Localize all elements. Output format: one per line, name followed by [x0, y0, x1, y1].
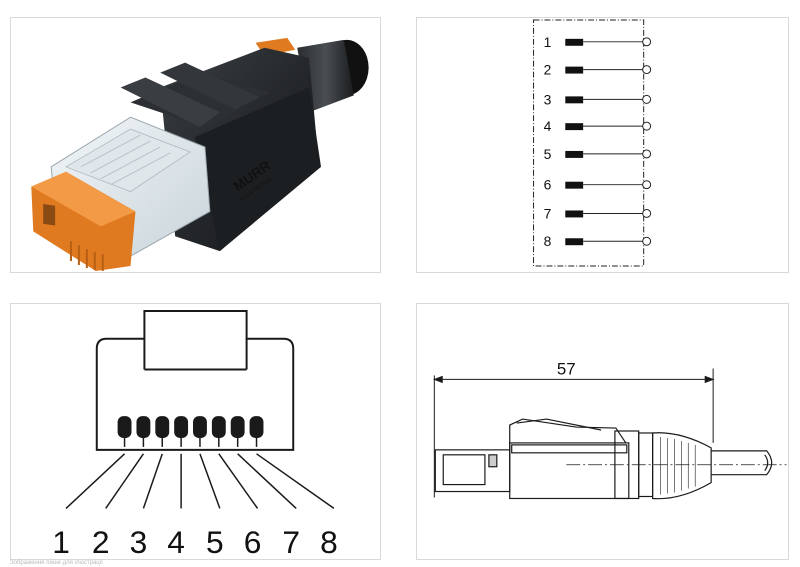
pinout-contact-pad [193, 416, 207, 438]
schematic-pin-8: 8 [544, 233, 652, 249]
schematic-pin-label: 2 [544, 62, 552, 78]
schematic-pin-contact [565, 181, 584, 189]
schematic-pin-5: 5 [544, 146, 652, 162]
pinout-contact-7: 7 [230, 416, 300, 559]
schematic-pin-terminal [642, 180, 652, 190]
pinout-leader-line [256, 453, 335, 510]
pinout-contact-3: 3 [130, 416, 170, 559]
schematic-pin-terminal [642, 65, 652, 75]
pinout-contact-6: 6 [211, 416, 262, 559]
pinout-pin-label: 1 [52, 524, 70, 559]
schematic-pin-contact [565, 38, 584, 46]
pinout-pin-label: 3 [130, 524, 148, 559]
schematic-pin-7: 7 [544, 205, 652, 221]
pinout-pin-label: 6 [244, 524, 262, 559]
pinout-leader-line [199, 453, 221, 509]
schematic-pin-label: 3 [544, 91, 552, 107]
pinout-contact-pad [117, 416, 132, 438]
connector-photo-panel: MURR ELEKTRONIK [10, 17, 381, 273]
dimension-drawing: 57 [432, 359, 787, 500]
schematic-pin-label: 8 [544, 233, 552, 249]
pinout-pin-label: 7 [282, 524, 300, 559]
pinout-contact-pad [136, 416, 151, 438]
schematic-pin-label: 4 [544, 118, 552, 134]
pinout-contact-8: 8 [249, 416, 338, 559]
schematic-pin-terminal [642, 94, 652, 104]
schematic-pin-contact [565, 210, 584, 218]
dashed-housing-outline [533, 19, 645, 267]
schematic-pin-contact [565, 66, 584, 74]
pinout-leader-line [105, 453, 145, 509]
dimension-line [432, 368, 715, 498]
pinout-contact-5: 5 [193, 416, 224, 559]
schematic-pin-label: 5 [544, 146, 552, 162]
schematic-pin-terminal [642, 236, 652, 246]
schematic-pin-terminal [642, 121, 652, 131]
pin-schematic-panel: 1 2 3 4 5 6 7 8 [416, 17, 789, 273]
footnote: Зображення лише для ілюстрації [10, 560, 103, 566]
schematic-pin-contact [565, 150, 584, 158]
schematic-pin-label: 6 [544, 177, 552, 193]
schematic-pin-terminal [642, 37, 652, 47]
pinout-pin-label: 4 [167, 524, 185, 559]
schematic-pin-contact [565, 238, 584, 246]
schematic-pin-4: 4 [544, 118, 652, 134]
pinout-pin-label: 8 [320, 524, 338, 559]
pinout-contact-pad [211, 416, 226, 438]
schematic-pin-contact [565, 96, 584, 104]
pinout-contact-pad [230, 416, 245, 438]
pin-schematic: 1 2 3 4 5 6 7 8 [533, 19, 652, 267]
pinout-contact-pad [174, 416, 189, 438]
pinout-contact-2: 2 [92, 416, 151, 559]
pinout-contact-1: 1 [52, 416, 132, 559]
pinout-pin-label: 5 [206, 524, 224, 559]
plug-front-outline [95, 309, 295, 451]
pinout-leader-line [237, 453, 297, 509]
schematic-pin-6: 6 [544, 177, 652, 193]
rj45-connector-illustration: MURR ELEKTRONIK [31, 37, 369, 272]
schematic-pin-label: 7 [544, 205, 552, 221]
schematic-pin-3: 3 [544, 91, 652, 107]
pinout-leader-line [65, 453, 126, 509]
schematic-pin-terminal [642, 149, 652, 159]
dimension-drawing-panel: 57 [416, 303, 789, 560]
schematic-pin-contact [565, 123, 584, 131]
connector-side-view [434, 418, 773, 500]
pinout-pin-label: 2 [92, 524, 110, 559]
pinout-leader-line [218, 453, 259, 509]
pinout-contact-pad [155, 416, 170, 438]
schematic-pin-terminal [642, 208, 652, 218]
schematic-pin-1: 1 [544, 34, 652, 50]
pinout-contact-pad [249, 416, 264, 438]
schematic-pin-2: 2 [544, 62, 652, 78]
pinout-contact-4: 4 [167, 416, 189, 559]
pinout-leader-line [142, 453, 163, 509]
dimension-length-label: 57 [557, 359, 576, 378]
orange-latch [31, 171, 136, 272]
schematic-pin-label: 1 [544, 34, 552, 50]
